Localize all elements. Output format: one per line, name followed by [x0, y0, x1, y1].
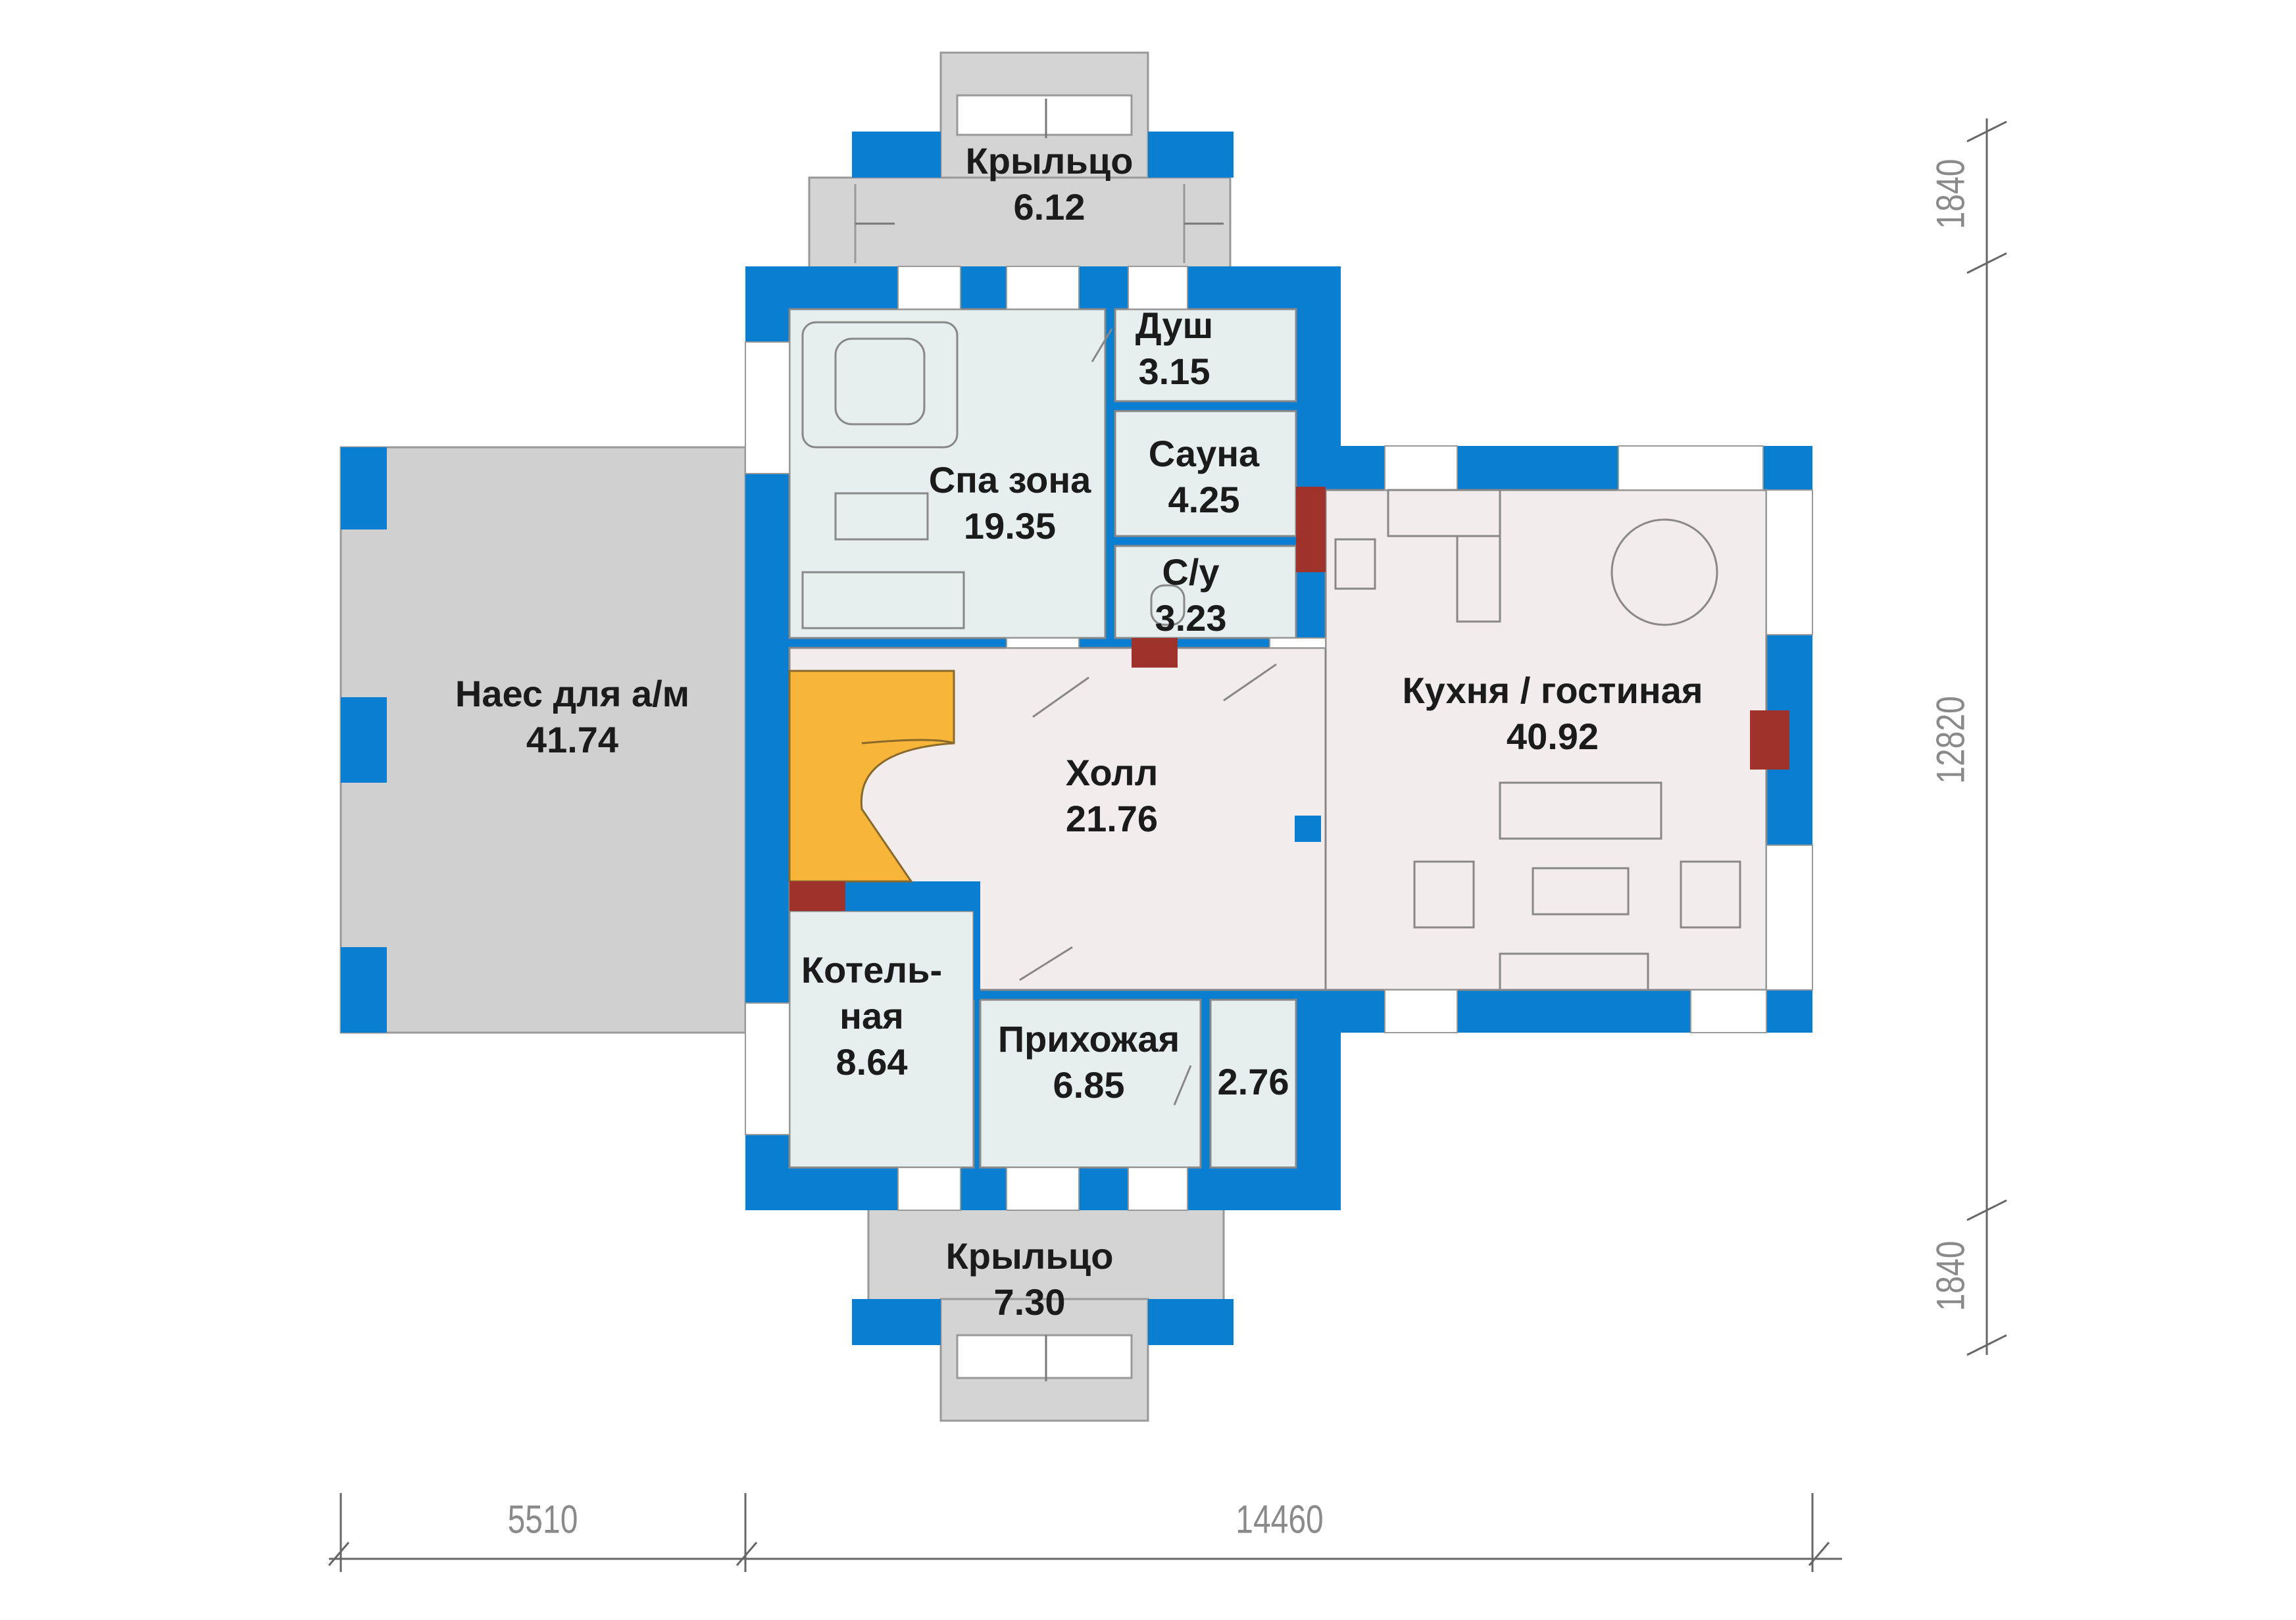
- dim-height-total: 12820: [1928, 696, 1973, 784]
- room-name: Спа зона: [928, 459, 1091, 501]
- room-name-line-1: Котель-: [801, 949, 943, 991]
- room-name: Душ: [1135, 305, 1214, 346]
- room-label-spa: Спа зона 19.35: [929, 457, 1091, 549]
- room-label-porch-bottom: Крыльцо 7.30: [946, 1233, 1114, 1325]
- room-label-closet: 2.76: [1218, 1059, 1289, 1105]
- room-area: 19.35: [963, 505, 1057, 547]
- room-area: 8.64: [836, 1041, 908, 1083]
- room-area: 6.12: [1013, 186, 1086, 228]
- room-area: 4.25: [1168, 479, 1240, 520]
- room-name: Прихожая: [997, 1018, 1180, 1060]
- room-name: Сауна: [1148, 433, 1260, 474]
- room-area: 21.76: [1065, 798, 1159, 839]
- chimneys: [789, 487, 1789, 911]
- room-area: 7.30: [993, 1281, 1066, 1323]
- room-area: 41.74: [526, 719, 619, 760]
- room-name: Наес для а/м: [455, 673, 690, 714]
- dim-carport-width: 5510: [507, 1497, 578, 1542]
- room-label-kitchen: Кухня / гостиная 40.92: [1402, 668, 1703, 760]
- porch-top-shape: [808, 51, 1234, 271]
- room-area: 3.15: [1138, 351, 1210, 392]
- room-name: Крыльцо: [945, 1235, 1114, 1277]
- porch-bottom-shape: [852, 1206, 1234, 1422]
- room-area: 3.23: [1155, 597, 1227, 639]
- carport-shape: [339, 446, 747, 1034]
- room-name: Кухня / гостиная: [1402, 670, 1703, 711]
- room-label-boiler: Котель- ная 8.64: [801, 947, 942, 1085]
- windows: [745, 266, 1813, 1211]
- room-label-shower: Душ 3.15: [1136, 303, 1213, 395]
- walls: [745, 266, 1812, 1210]
- staircase: [788, 670, 955, 883]
- dim-bottom-porch: 1840: [1928, 1240, 1973, 1312]
- room-name: Крыльцо: [965, 140, 1134, 182]
- room-area: 6.85: [1053, 1064, 1125, 1106]
- dim-top-porch: 1840: [1928, 159, 1973, 230]
- dimension-lines: [328, 118, 2007, 1572]
- room-name: Холл: [1065, 752, 1159, 793]
- room-label-porch-top: Крыльцо 6.12: [966, 138, 1134, 230]
- furniture: [801, 321, 1741, 1106]
- room-name: С/у: [1162, 551, 1220, 593]
- room-name-line-2: ная: [839, 995, 904, 1037]
- dim-house-width: 14460: [1235, 1497, 1324, 1542]
- room-label-entry: Прихожая 6.85: [998, 1016, 1180, 1108]
- room-area: 40.92: [1506, 716, 1599, 757]
- room-label-wc: С/у 3.23: [1155, 549, 1227, 641]
- room-label-carport: Наес для а/м 41.74: [455, 671, 689, 763]
- room-label-sauna: Сауна 4.25: [1149, 431, 1259, 523]
- room-area: 2.76: [1217, 1061, 1289, 1102]
- room-label-hall: Холл 21.76: [1066, 750, 1159, 842]
- column: [1295, 816, 1321, 842]
